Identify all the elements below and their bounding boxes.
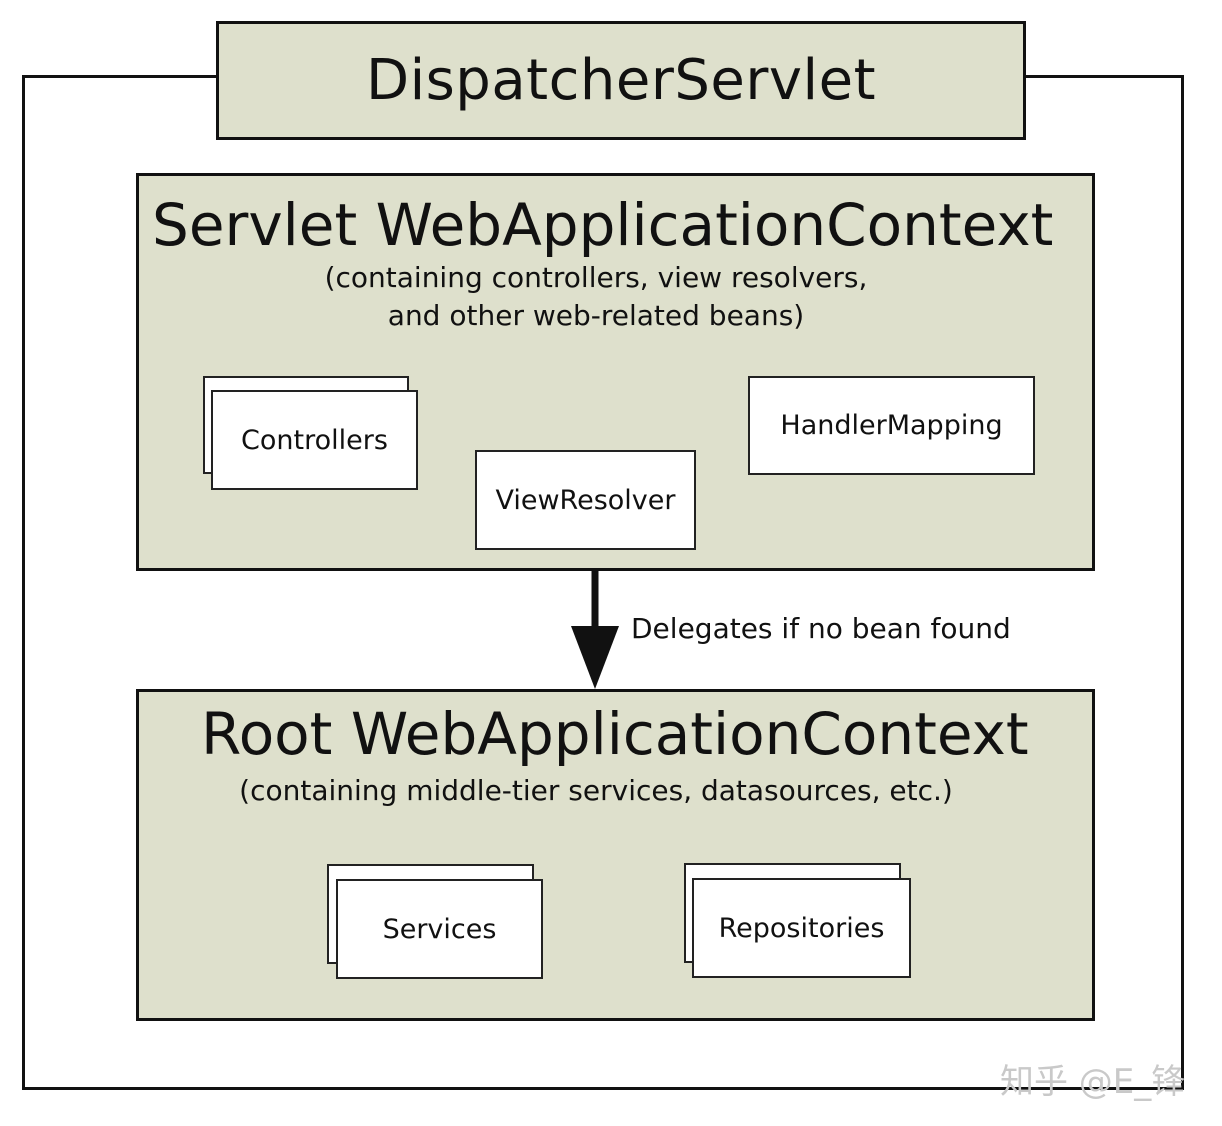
dispatcher-servlet-title-box: DispatcherServlet [216,21,1026,140]
repositories-bean: Repositories [692,878,911,978]
services-label: Services [382,913,497,945]
view-resolver-label: ViewResolver [495,484,676,516]
delegation-arrow-head [571,626,619,689]
handler-mapping-label: HandlerMapping [780,410,1003,441]
servlet-context-subtitle-line1: (containing controllers, view resolvers, [324,261,868,294]
delegation-label: Delegates if no bean found [631,612,1011,645]
servlet-context-subtitle-line2: and other web-related beans) [387,299,805,332]
controllers-bean: Controllers [211,390,418,490]
root-webapplicationcontext-panel [136,689,1095,1021]
repositories-label: Repositories [718,912,885,944]
view-resolver-bean: ViewResolver [475,450,696,550]
services-bean: Services [336,879,543,979]
dispatcher-servlet-title: DispatcherServlet [365,48,877,113]
delegation-arrow [571,571,619,689]
handler-mapping-bean: HandlerMapping [748,376,1035,475]
watermark: 知乎 @E_锋 [1000,1062,1186,1102]
servlet-context-title: Servlet WebApplicationContext [152,191,1054,259]
root-context-title: Root WebApplicationContext [201,700,1029,768]
controllers-label: Controllers [241,424,388,456]
root-context-subtitle: (containing middle-tier services, dataso… [239,774,953,807]
